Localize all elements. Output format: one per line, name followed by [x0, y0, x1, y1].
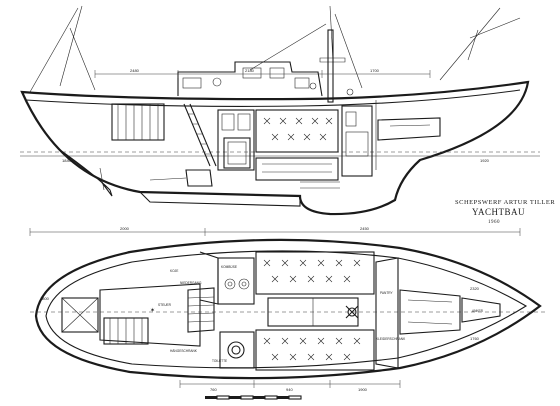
- deckhouse: [177, 61, 323, 97]
- dimension-label: 940: [286, 387, 293, 392]
- dimension-label: 1800: [40, 296, 50, 301]
- plan-view: 2000 2450 ✶ STEUER NIEDERGANG KOMBÜSE KO…: [29, 226, 545, 392]
- port-settee-cushion-pattern: [263, 259, 361, 283]
- scale-bar: [205, 395, 302, 400]
- plan-label-kleiderschrank: KLEIDERSCHRANK: [376, 337, 406, 341]
- plan-label-niedergang: NIEDERGANG: [180, 281, 202, 285]
- title-line-1: SCHEPSWERF ARTUR TILLER: [455, 199, 555, 206]
- title-line-2: YACHTBAU: [472, 207, 525, 217]
- dimension-label: 1760: [470, 336, 480, 341]
- rigging-lines: [29, 5, 521, 93]
- starboard-settee-cushion-pattern: [263, 337, 361, 361]
- settee-cushion-pattern: [263, 117, 333, 141]
- dimension-label: 1700: [370, 68, 380, 73]
- plan-label-steuer: STEUER: [158, 303, 172, 307]
- plan-label-kombuse: KOMBÜSE: [221, 265, 237, 269]
- title-block: SCHEPSWERF ARTUR TILLER YACHTBAU 1960: [455, 199, 555, 225]
- title-line-3: 1960: [488, 220, 500, 225]
- interior-profile: [111, 100, 441, 189]
- dimension-label: 2450: [360, 226, 370, 231]
- side-elevation: 2480 2180 1700 1840 1920: [20, 5, 540, 216]
- plan-label-anker: ANKER: [472, 309, 484, 313]
- dimension-label: 2000: [120, 226, 130, 231]
- hull-plan-outline: [34, 238, 542, 380]
- dimension-label: 2480: [130, 68, 140, 73]
- plan-label-hangschrank: HÄNGESCHRANK: [170, 349, 198, 353]
- dimension-label: 1840: [62, 158, 72, 163]
- plan-label-pantry: PANTRY: [380, 291, 394, 295]
- dimension-label: 2320: [470, 286, 480, 291]
- dimension-label: 2180: [245, 68, 255, 73]
- dimension-label: 1900: [358, 387, 368, 392]
- dimension-label: 760: [210, 387, 217, 392]
- steering-mark: ✶: [150, 307, 155, 314]
- dimension-label: 1920: [480, 158, 490, 163]
- mast: [327, 29, 334, 103]
- plan-label-toilette: TOILETTE: [212, 359, 227, 363]
- hull-profile: [20, 80, 530, 216]
- plan-label-koje: KOJE: [170, 269, 178, 273]
